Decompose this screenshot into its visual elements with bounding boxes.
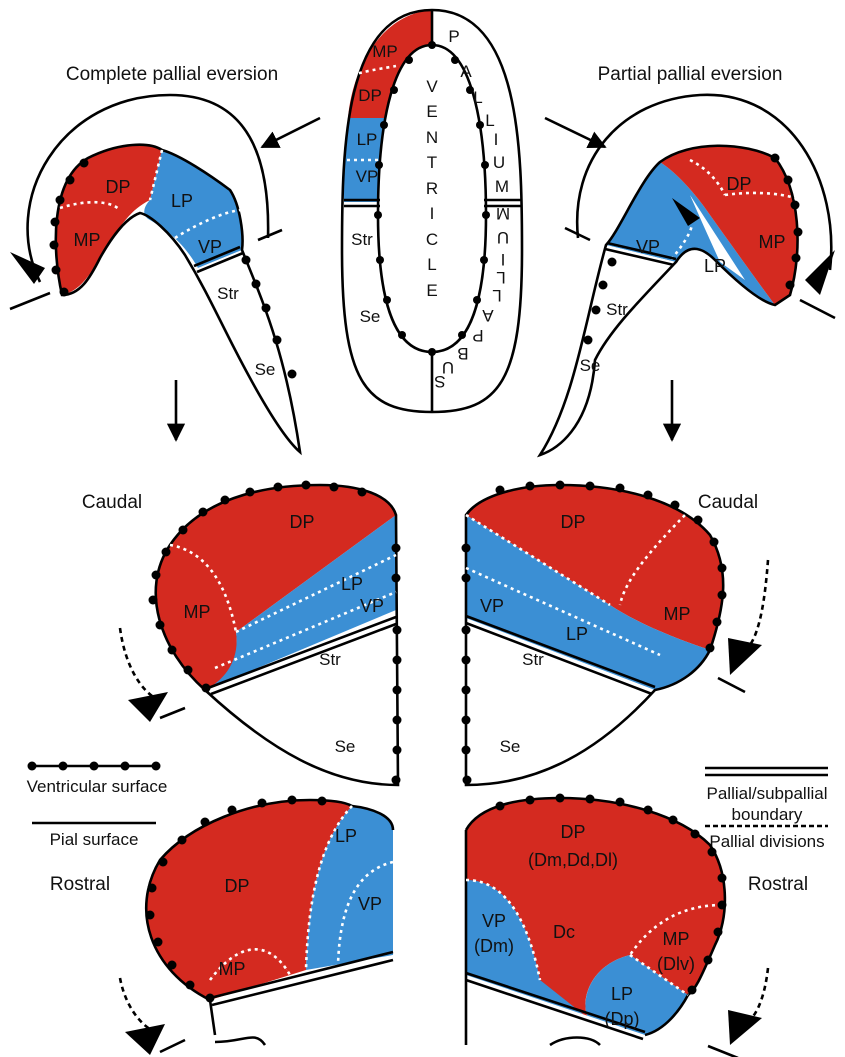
rl-mp-label: MP	[219, 959, 246, 979]
rr-mp-label: MP	[663, 929, 690, 949]
svg-text:R: R	[426, 179, 438, 198]
svg-text:I: I	[501, 250, 506, 269]
title-partial-eversion: Partial pallial eversion	[598, 64, 783, 85]
caudal-left-title: Caudal	[82, 492, 142, 513]
svg-text:L: L	[473, 88, 482, 107]
legend-boundary-text1: Pallial/subpallial	[707, 784, 828, 803]
tl-mp-label: MP	[74, 230, 101, 250]
tl-str-label: Str	[217, 284, 239, 303]
partial-eversion-section: DP MP LP VP Str Se	[540, 95, 835, 455]
svg-text:M: M	[496, 204, 510, 223]
svg-text:P: P	[448, 27, 459, 46]
cr-lp-label: LP	[566, 624, 588, 644]
svg-text:A: A	[482, 306, 494, 325]
arrow-to-partial	[545, 118, 605, 147]
center-mp-label: MP	[372, 42, 398, 61]
tl-se-label: Se	[255, 360, 276, 379]
rr-mp-teleost-label: (Dlv)	[657, 954, 695, 974]
caudal-left-section: Caudal DP MP LP VP Str Se	[82, 481, 402, 786]
subpallium-letters: M	[496, 204, 510, 223]
rl-lp-label: LP	[335, 826, 357, 846]
arrow-to-complete	[262, 118, 320, 147]
svg-text:U: U	[493, 153, 505, 172]
svg-text:L: L	[492, 286, 501, 305]
rr-dp-teleost-label: (Dm,Dd,Dl)	[528, 850, 618, 870]
center-section: MP DP LP VP Str Se P A L L I U M M U I L…	[342, 10, 522, 412]
tr-str-label: Str	[606, 300, 628, 319]
svg-text:E: E	[426, 102, 437, 121]
svg-text:M: M	[495, 177, 509, 196]
cl-lp-label: LP	[341, 574, 363, 594]
cl-se-label: Se	[335, 737, 356, 756]
cl-vp-label: VP	[360, 596, 384, 616]
legend-pial-text: Pial surface	[50, 830, 139, 849]
svg-text:S: S	[434, 372, 445, 391]
tl-vp-label: VP	[198, 237, 222, 257]
caudal-right-title: Caudal	[698, 492, 758, 513]
svg-text:L: L	[485, 111, 494, 130]
cr-dp-label: DP	[560, 512, 585, 532]
svg-text:L: L	[496, 268, 505, 287]
legend-pial: Pial surface	[32, 823, 156, 849]
cr-mp-label: MP	[664, 604, 691, 624]
svg-text:N: N	[426, 128, 438, 147]
legend-divisions-text: Pallial divisions	[709, 832, 824, 851]
center-lp-label: LP	[357, 130, 378, 149]
rr-lp-teleost-label: (Dp)	[605, 1009, 640, 1029]
svg-text:L: L	[427, 255, 436, 274]
center-vp-label: VP	[356, 167, 379, 186]
rr-vp-teleost-label: (Dm)	[474, 936, 514, 956]
tr-dp-label: DP	[726, 174, 751, 194]
svg-text:I: I	[494, 130, 499, 149]
title-complete-eversion: Complete pallial eversion	[66, 64, 278, 85]
tl-dp-label: DP	[105, 177, 130, 197]
rostral-left-title: Rostral	[50, 874, 110, 895]
cr-se-label: Se	[500, 737, 521, 756]
tr-vp-label: VP	[636, 237, 660, 257]
svg-text:P: P	[472, 326, 483, 345]
center-str-label: Str	[351, 230, 373, 249]
complete-eversion-section: DP MP LP VP Str Se	[10, 95, 300, 452]
rr-vp-label: VP	[482, 911, 506, 931]
ventricle-letters: V E N T R I C L E	[426, 77, 438, 300]
center-dp-label: DP	[358, 86, 382, 105]
svg-text:E: E	[426, 281, 437, 300]
tl-lp-label: LP	[171, 191, 193, 211]
cl-mp-label: MP	[184, 602, 211, 622]
center-se-label: Se	[360, 307, 381, 326]
legend-boundary: Pallial/subpallial boundary	[705, 768, 828, 824]
cl-str-label: Str	[319, 650, 341, 669]
legend-ventricular-text: Ventricular surface	[27, 777, 168, 796]
svg-text:A: A	[460, 62, 472, 81]
tr-mp-label: MP	[759, 232, 786, 252]
tr-lp-label: LP	[704, 256, 726, 276]
svg-text:T: T	[427, 153, 437, 172]
svg-text:I: I	[430, 204, 435, 223]
svg-text:V: V	[426, 77, 438, 96]
legend-boundary-text2: boundary	[732, 805, 803, 824]
svg-text:C: C	[426, 230, 438, 249]
cl-dp-label: DP	[289, 512, 314, 532]
rl-dp-label: DP	[224, 876, 249, 896]
rr-dc-label: Dc	[553, 922, 575, 942]
rostral-right-title: Rostral	[748, 874, 808, 895]
legend-ventricular: Ventricular surface	[27, 762, 168, 797]
rr-dp-label: DP	[560, 822, 585, 842]
rr-lp-label: LP	[611, 984, 633, 1004]
cr-str-label: Str	[522, 650, 544, 669]
cr-vp-label: VP	[480, 596, 504, 616]
rl-vp-label: VP	[358, 894, 382, 914]
tr-se-label: Se	[580, 356, 601, 375]
svg-text:B: B	[457, 344, 468, 363]
svg-text:U: U	[497, 228, 509, 247]
legend-divisions: Pallial divisions	[705, 826, 828, 851]
caudal-right-section: Caudal DP MP LP VP Str Se	[462, 481, 769, 786]
